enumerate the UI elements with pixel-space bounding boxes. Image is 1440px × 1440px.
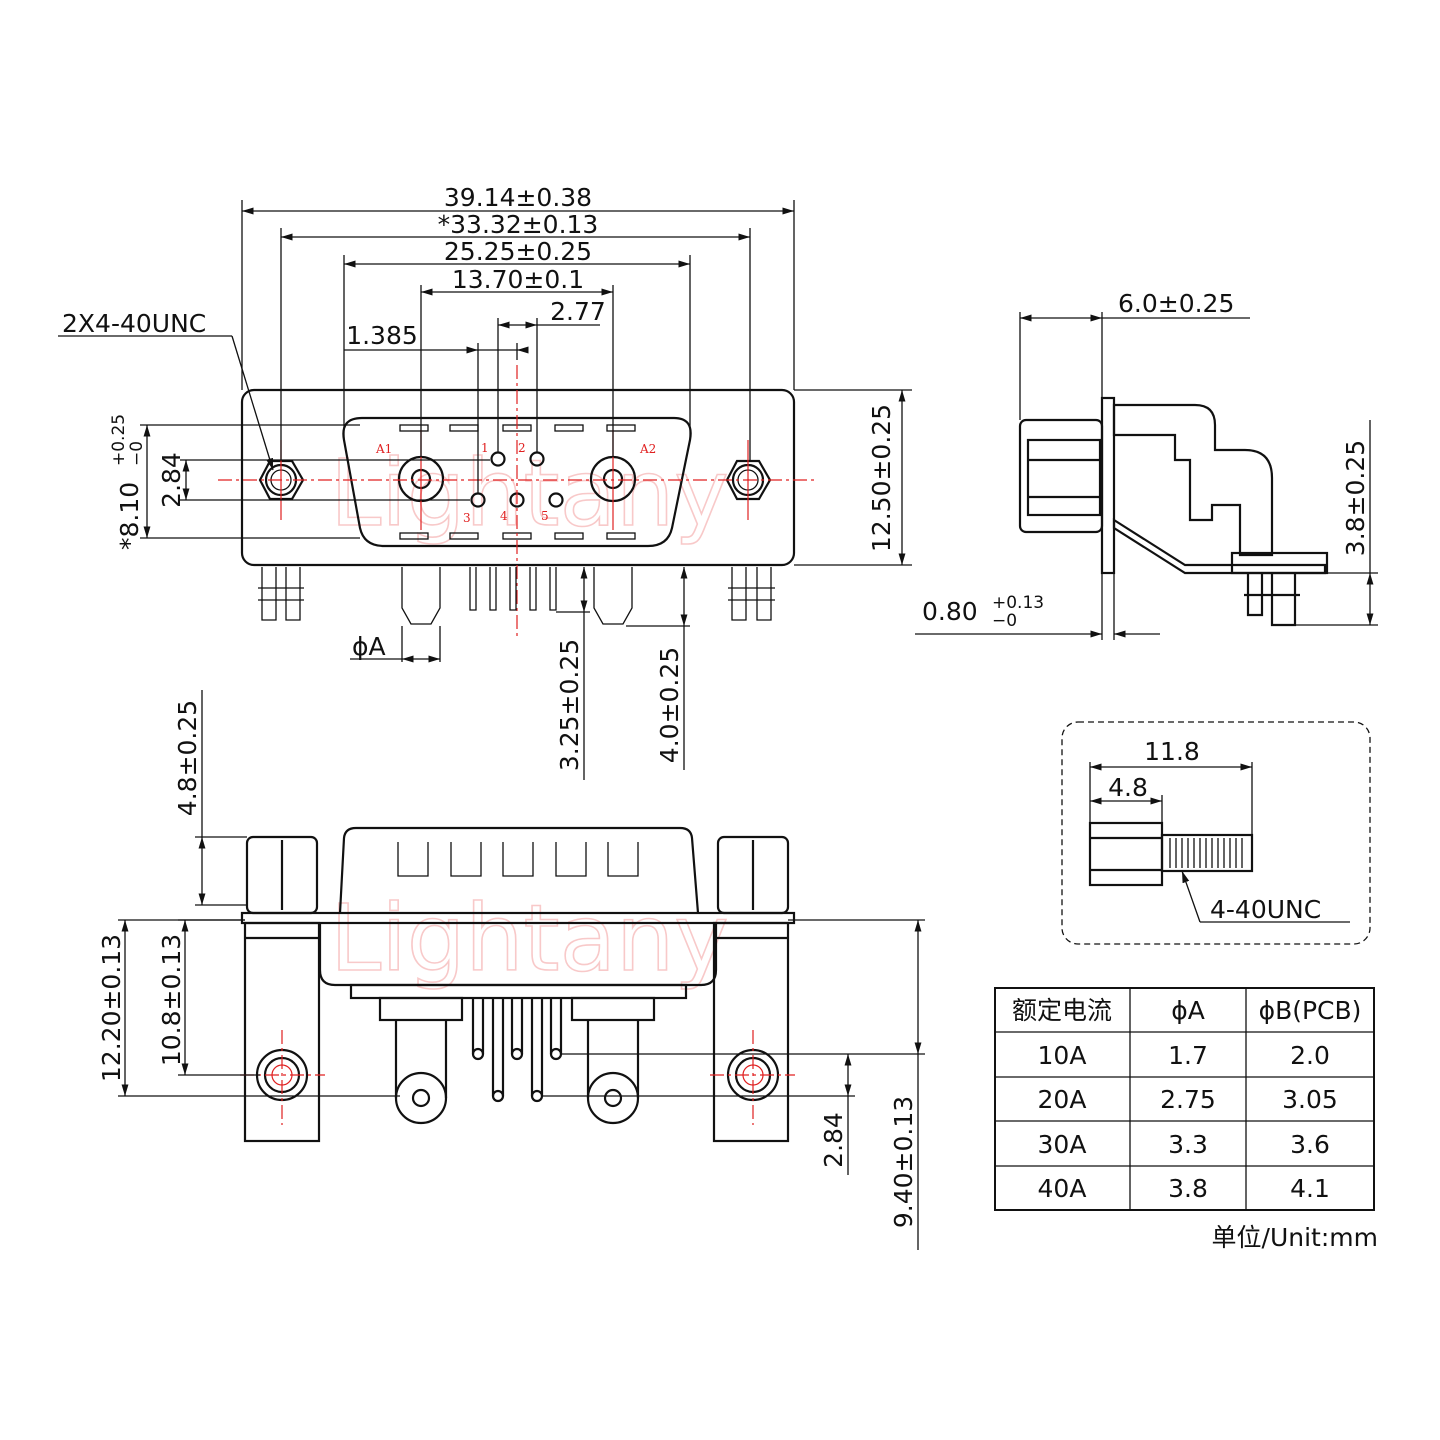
table-cell: 30A <box>1038 1130 1087 1159</box>
signal-pins <box>470 451 564 508</box>
table-cell: 3.05 <box>1282 1085 1338 1114</box>
table-cell: 2.75 <box>1160 1085 1216 1114</box>
dim-overall-width: 39.14±0.38 <box>444 183 592 212</box>
table-cell: 20A <box>1038 1085 1087 1114</box>
side-dimension-lines <box>915 312 1378 640</box>
screw-callout: 2X4-40UNC <box>62 309 206 338</box>
dim-plate-thickness: 0.80 <box>922 597 978 626</box>
screw-thread-label: 4-40UNC <box>1210 895 1321 924</box>
front-view: A1 1 2 A2 3 4 5 <box>58 183 912 780</box>
table-header-phi-a: ϕA <box>1171 996 1205 1025</box>
dim-half-pitch: 1.385 <box>346 321 418 350</box>
dim-row-offset: 2.84 <box>157 452 186 508</box>
dim-contact-pitch: 13.70±0.1 <box>452 265 584 294</box>
watermark-top: Lightany <box>330 440 729 547</box>
screw-hex <box>1088 821 1164 887</box>
spec-table: 额定电流 ϕA ϕB(PCB) 10A 1.7 2.0 20A 2.75 3.0… <box>994 987 1375 1211</box>
screw-detail: 11.8 4.8 4-40UNC <box>1061 721 1371 945</box>
dim-plate-tol-plus: +0.13 <box>992 593 1044 613</box>
bottom-contact-barrels <box>378 996 656 1125</box>
pin-label-3: 3 <box>463 511 471 525</box>
table-cell: 1.7 <box>1168 1041 1208 1070</box>
front-legs <box>258 567 775 625</box>
dim-mounting-pitch: *33.32±0.13 <box>438 210 599 239</box>
dim-shell-width: 25.25±0.25 <box>444 237 592 266</box>
screw-thread <box>1160 833 1254 873</box>
table-cell: 3.8 <box>1168 1174 1208 1203</box>
table-cell: 10A <box>1038 1041 1087 1070</box>
table-header-current: 额定电流 <box>1012 996 1112 1025</box>
pin-label-a1: A1 <box>375 442 392 456</box>
table-cell: 3.6 <box>1290 1130 1330 1159</box>
dim-plate-tol-minus: −0 <box>992 611 1017 631</box>
front-flange <box>240 388 796 567</box>
dim-shell-height: *8.10 +0.25 −0 <box>109 414 147 550</box>
dim-depth: 6.0±0.25 <box>1118 289 1234 318</box>
dim-signal-pitch: 2.77 <box>550 297 606 326</box>
dim-shell-height-tol-minus: −0 <box>127 441 147 466</box>
bottom-pcb-holes <box>240 1030 795 1125</box>
dim-side-height: 3.8±0.25 <box>1341 440 1370 556</box>
bottom-view: 4.8±0.25 12.20±0.13 10.8±0.13 2.84 9.40±… <box>97 690 925 1250</box>
table-header-phi-b: ϕB(PCB) <box>1259 996 1362 1025</box>
dim-screw-total: 11.8 <box>1144 737 1200 766</box>
dim-screw-hex: 4.8 <box>1108 773 1148 802</box>
screw-dimension-lines <box>1089 762 1350 923</box>
unit-note: 单位/Unit:mm <box>1212 1223 1378 1252</box>
dim-9-40: 9.40±0.13 <box>889 1096 918 1228</box>
front-dimension-lines <box>58 200 912 780</box>
watermark-bottom: Lightany <box>330 885 729 992</box>
dim-hex-height: 4.8±0.25 <box>173 700 202 816</box>
dim-row-spacing: 2.84 <box>819 1112 848 1168</box>
dim-signal-pin-length: 3.25±0.25 <box>555 639 584 771</box>
bottom-shell-top <box>338 826 700 914</box>
side-view: 6.0±0.25 0.80 +0.13 −0 3.8±0.25 <box>915 289 1378 640</box>
side-body <box>1018 396 1329 627</box>
pin-label-1: 1 <box>481 441 489 455</box>
bottom-dimension-lines <box>118 690 925 1250</box>
table-cell: 4.1 <box>1290 1174 1330 1203</box>
table-cell: 3.3 <box>1168 1130 1208 1159</box>
pin-label-5: 5 <box>541 509 549 523</box>
bottom-flange <box>240 911 796 925</box>
dim-power-pin-length: 4.0±0.25 <box>655 647 684 763</box>
pin-label-2: 2 <box>518 441 526 455</box>
bottom-shell-slots <box>397 842 639 877</box>
dim-shell-height-tol-plus: +0.25 <box>109 414 129 466</box>
pin-label-a2: A2 <box>639 442 656 456</box>
dim-shell-height-value: *8.10 <box>115 482 144 550</box>
dim-10-8: 10.8±0.13 <box>157 934 186 1066</box>
bottom-signal-pins <box>471 998 563 1103</box>
table-cell: 2.0 <box>1290 1041 1330 1070</box>
bottom-brackets <box>243 921 790 1143</box>
pin-label-4: 4 <box>500 509 508 523</box>
dim-phi-a: ϕA <box>352 632 386 661</box>
dim-12-20: 12.20±0.13 <box>97 934 126 1082</box>
dim-overall-height: 12.50±0.25 <box>867 404 896 552</box>
bottom-base <box>349 983 688 1000</box>
table-cell: 40A <box>1038 1174 1087 1203</box>
